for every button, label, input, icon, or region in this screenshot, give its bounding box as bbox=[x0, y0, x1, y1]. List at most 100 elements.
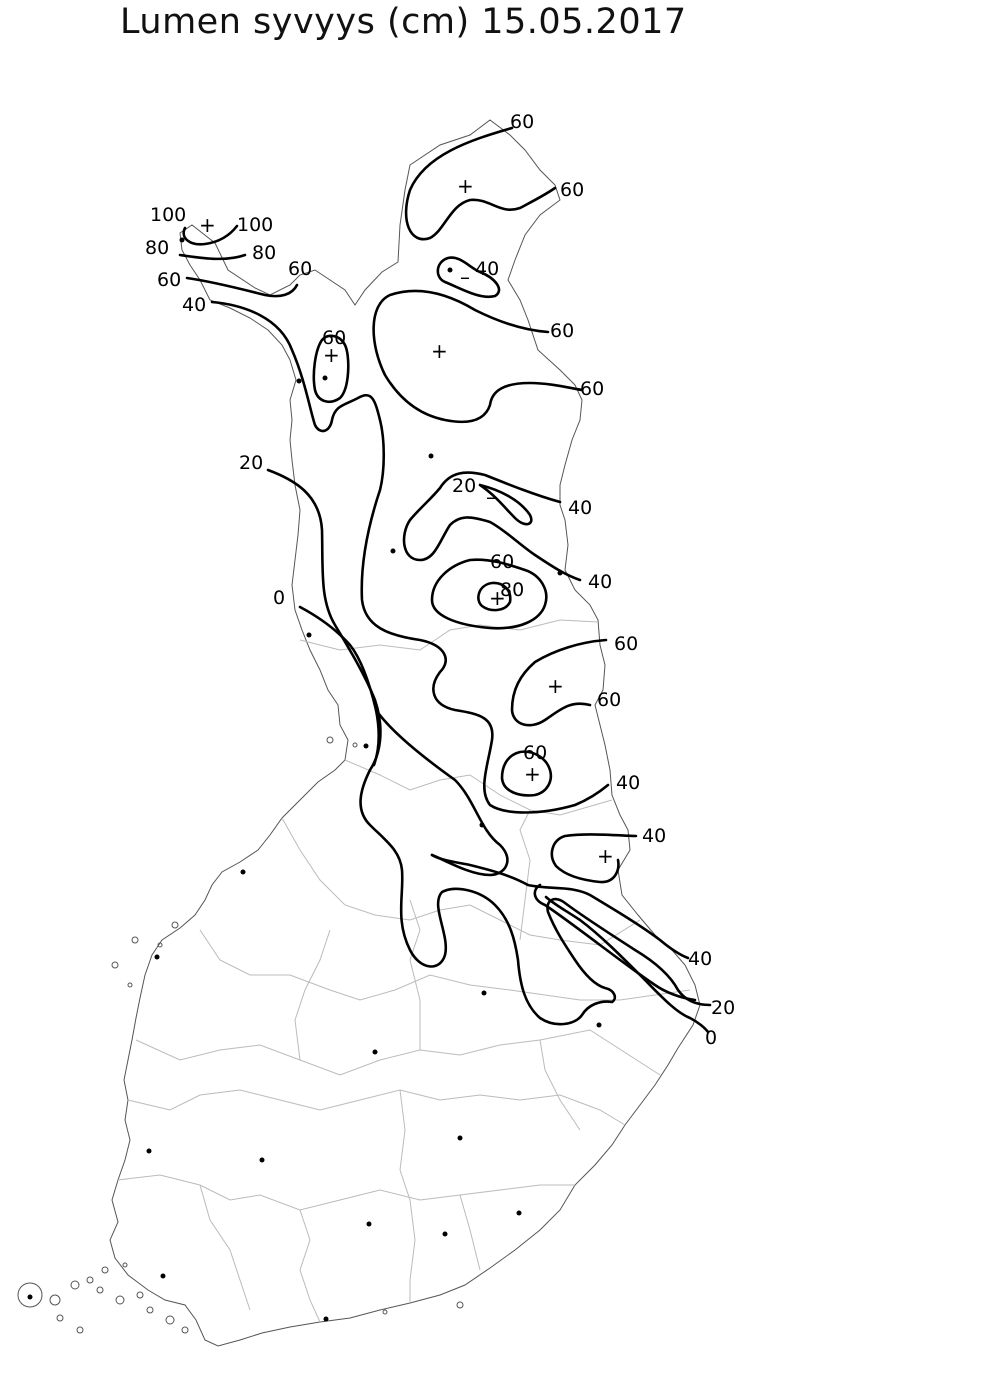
contour-label: 60 bbox=[560, 179, 584, 201]
contour-label: 0 bbox=[705, 1027, 717, 1049]
station-dot bbox=[306, 632, 312, 638]
contour-label: 0 bbox=[273, 587, 285, 609]
region-border bbox=[294, 929, 331, 1061]
contour-label: 100 bbox=[150, 204, 186, 226]
contour-line bbox=[402, 471, 582, 582]
station-dot bbox=[259, 1157, 265, 1163]
contour-line bbox=[510, 638, 608, 727]
contour-labels: 60 60 100 100 80 80 60 60 40 40 60 60 60… bbox=[145, 111, 735, 1049]
region-border bbox=[135, 1029, 661, 1076]
region-border bbox=[459, 1194, 481, 1271]
station-dot bbox=[366, 1221, 372, 1227]
contour-label: 60 bbox=[157, 269, 181, 291]
region-border bbox=[299, 1209, 321, 1323]
island bbox=[122, 1262, 128, 1268]
station-dot bbox=[390, 548, 396, 554]
contour-line bbox=[372, 289, 584, 424]
maximum-marker: + bbox=[457, 174, 474, 198]
station-dot bbox=[428, 453, 434, 459]
region-border bbox=[127, 1089, 626, 1126]
contour-label: 60 bbox=[580, 378, 604, 400]
maximum-marker: + bbox=[597, 844, 614, 868]
island bbox=[326, 736, 334, 744]
contour-label: 80 bbox=[145, 237, 169, 259]
station-dot bbox=[160, 1273, 166, 1279]
station-dot bbox=[363, 743, 369, 749]
contour-line bbox=[533, 883, 697, 1002]
island bbox=[115, 1295, 125, 1305]
contour-label: 20 bbox=[711, 997, 735, 1019]
contour-label: 40 bbox=[475, 258, 499, 280]
contour-line bbox=[312, 334, 350, 404]
island bbox=[382, 1309, 388, 1315]
contour-line bbox=[210, 300, 610, 814]
contour-label: 80 bbox=[500, 579, 524, 601]
station-dot bbox=[442, 1231, 448, 1237]
station-dot bbox=[479, 822, 485, 828]
station-dot bbox=[596, 1022, 602, 1028]
contour-line bbox=[266, 468, 712, 1026]
region-border bbox=[399, 1089, 416, 1303]
contour-label: 40 bbox=[688, 948, 712, 970]
contour-line bbox=[430, 558, 548, 630]
contour-line bbox=[500, 750, 553, 797]
contour-line bbox=[478, 483, 533, 526]
island bbox=[101, 1266, 109, 1274]
island bbox=[146, 1306, 154, 1314]
contour-line bbox=[404, 126, 557, 241]
region-border bbox=[199, 1184, 251, 1311]
station-dot bbox=[296, 378, 302, 384]
island bbox=[165, 1315, 175, 1325]
station-dot bbox=[240, 869, 246, 875]
maximum-marker: + bbox=[489, 586, 506, 610]
contour-line bbox=[374, 708, 509, 877]
region-border bbox=[539, 1039, 581, 1131]
island bbox=[49, 1294, 61, 1306]
island bbox=[86, 1276, 94, 1284]
observation-stations bbox=[27, 237, 602, 1322]
contour-line bbox=[298, 605, 381, 767]
contour-label: 40 bbox=[568, 497, 592, 519]
extrema-markers: + + – + + – + + + + bbox=[199, 174, 614, 868]
contour-label: 20 bbox=[239, 452, 263, 474]
region-border bbox=[199, 929, 691, 1001]
minimum-marker: – bbox=[460, 265, 470, 289]
station-dot bbox=[457, 1135, 463, 1141]
minimum-marker: – bbox=[486, 485, 496, 509]
island bbox=[352, 742, 358, 748]
contour-label: 60 bbox=[490, 551, 514, 573]
station-dot bbox=[179, 237, 185, 243]
island bbox=[171, 921, 179, 929]
maximum-marker: + bbox=[524, 762, 541, 786]
island bbox=[127, 982, 133, 988]
contour-line bbox=[178, 253, 247, 261]
contour-line bbox=[436, 256, 501, 299]
island bbox=[70, 1280, 80, 1290]
station-dot bbox=[27, 1294, 33, 1300]
station-dot bbox=[516, 1210, 522, 1216]
station-dot bbox=[323, 1316, 329, 1322]
contour-label: 40 bbox=[182, 294, 206, 316]
station-dot bbox=[557, 570, 563, 576]
maximum-marker: + bbox=[431, 339, 448, 363]
region-border bbox=[409, 899, 421, 1050]
contour-label: 60 bbox=[288, 258, 312, 280]
map-title: Lumen syvyys (cm) 15.05.2017 bbox=[120, 2, 687, 42]
island bbox=[17, 1282, 43, 1308]
maximum-marker: + bbox=[547, 674, 564, 698]
contour-line bbox=[550, 833, 638, 884]
contour-label: 60 bbox=[597, 689, 621, 711]
island bbox=[136, 1291, 144, 1299]
region-border bbox=[299, 619, 599, 651]
island bbox=[157, 942, 163, 948]
contour-line bbox=[477, 581, 512, 612]
contour-label: 60 bbox=[510, 111, 534, 133]
maximum-marker: + bbox=[199, 213, 216, 237]
contour-label: 80 bbox=[252, 242, 276, 264]
country-border bbox=[109, 119, 701, 1347]
region-border bbox=[519, 809, 531, 941]
station-dot bbox=[447, 267, 453, 273]
contour-label: 60 bbox=[523, 742, 547, 764]
island bbox=[181, 1326, 189, 1334]
